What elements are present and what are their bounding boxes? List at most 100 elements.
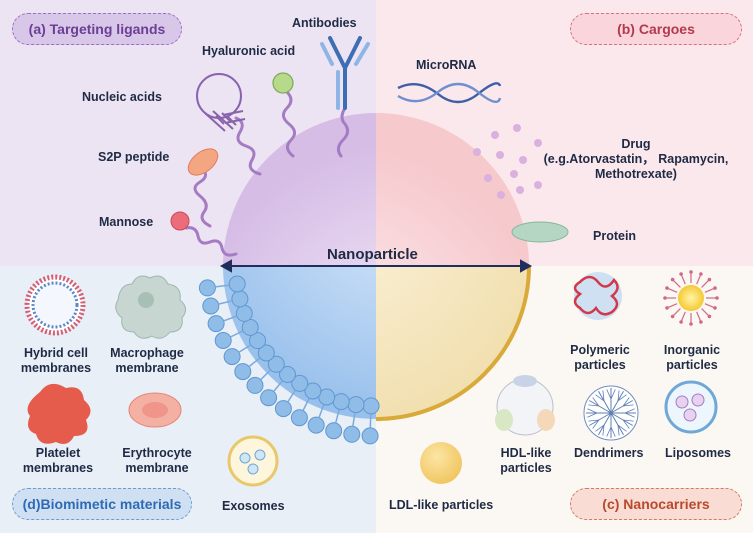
inorganic-ray-tip <box>670 314 675 319</box>
lipid-head <box>235 304 253 322</box>
drug-label-line3: Methotrexate) <box>595 167 677 181</box>
dendrimer-sub-branch <box>588 419 599 422</box>
dendrimer-branch <box>589 400 612 414</box>
polymeric-label-line1: Polymeric <box>570 343 630 357</box>
platelet-label-line2: membranes <box>22 461 94 475</box>
platelet-label: Platelet membranes <box>18 446 98 476</box>
polymeric-label-line2: particles <box>574 358 626 372</box>
mannose-label: Mannose <box>99 215 154 229</box>
dendrimer-branch <box>610 400 633 414</box>
dendrimer-sub-branch <box>588 404 599 407</box>
protein-graphic <box>511 221 569 243</box>
hybrid-label-line2: membranes <box>20 361 92 375</box>
inorganic-ray <box>680 274 686 285</box>
inorganic-ray-tip <box>670 277 675 282</box>
dendrimer-sub-branch <box>622 419 630 429</box>
erythrocyte-label-line2: membrane <box>125 461 189 475</box>
protein-label: Protein <box>593 229 637 243</box>
macrophage-label-line2: membrane <box>115 361 179 375</box>
section-c-title: (c) Nanocarriers <box>570 488 742 520</box>
hybrid-cell-label: Hybrid cell membranes <box>16 346 96 376</box>
dendrimer-sub-branch <box>617 394 627 402</box>
dendrimer-sub-branch <box>623 404 634 407</box>
lipid-head <box>246 376 264 394</box>
lipid-head <box>223 348 241 366</box>
lipid-tail <box>215 284 230 288</box>
drug-label: Drug (e.g.Atorvastatin， Rapamycin, Metho… <box>533 137 739 182</box>
dendrimer-branch <box>598 412 612 435</box>
lipid-head <box>249 332 266 350</box>
drug-dots-graphic <box>473 124 542 199</box>
dendrimer-sub-branch <box>617 425 620 436</box>
dendrimer-branch <box>598 391 612 414</box>
inorganic-label-line2: particles <box>666 358 718 372</box>
lipid-head <box>267 355 285 373</box>
dendrimer-branch <box>610 412 633 426</box>
lipid-head <box>347 396 365 414</box>
dendrimers-label: Dendrimers <box>574 446 644 460</box>
dendrimer-branch <box>589 412 612 426</box>
inorganic-ray <box>696 311 702 322</box>
lipid-head <box>228 275 246 293</box>
antibodies-label: Antibodies <box>292 16 357 30</box>
exosomes-label: Exosomes <box>222 499 285 513</box>
lipid-head <box>207 315 225 333</box>
inorganic-ray-tip <box>679 272 683 276</box>
dendrimer-branch <box>610 391 624 414</box>
inorganic-ray-tip <box>707 314 712 319</box>
section-d-title: (d)Biomimetic materials <box>12 488 192 520</box>
inorganic-ray-tip <box>715 296 719 300</box>
hyaluronic-acid-label: Hyaluronic acid <box>202 44 296 58</box>
lipid-tail <box>273 380 284 392</box>
inorganic-ray-tip <box>689 322 693 326</box>
lipid-head <box>362 397 380 415</box>
drug-label-line1: Drug <box>621 137 651 151</box>
nucleic-acid-graphic <box>196 73 246 132</box>
lipid-tail <box>369 413 372 428</box>
lipid-head <box>257 344 275 362</box>
nanoparticle-quadrant-b <box>376 113 529 266</box>
diameter-arrow <box>219 259 533 273</box>
ldl-particle-graphic <box>420 442 462 484</box>
platelet-label-line1: Platelet <box>35 446 81 460</box>
lipid-head <box>274 400 292 418</box>
inorganic-ray-tip <box>707 277 712 282</box>
lipid-tail <box>318 404 325 418</box>
hdl-label: HDL-like particles <box>486 446 566 476</box>
inorganic-ray-tip <box>665 286 669 290</box>
platelet-graphic <box>27 383 91 444</box>
dendrimer-graphic <box>583 385 639 441</box>
inorganic-particle-graphic <box>663 270 719 326</box>
hyaluronic-acid-graphic <box>272 72 294 94</box>
inorganic-ray <box>701 279 710 288</box>
hybrid-label-line1: Hybrid cell <box>24 346 88 360</box>
hdl-particle-graphic <box>495 375 555 436</box>
microrna-label: MicroRNA <box>416 58 477 72</box>
hybrid-cell-membrane-graphic <box>24 274 86 336</box>
nanoparticle-quadrant-c <box>376 266 529 419</box>
inorganic-ray-tip <box>713 286 717 290</box>
lipid-head <box>291 374 309 392</box>
dendrimer-sub-branch <box>617 390 620 401</box>
s2p-peptide-label: S2P peptide <box>98 150 170 164</box>
lipid-tail <box>287 389 297 403</box>
inorganic-ray <box>701 308 710 317</box>
dendrimer-sub-branch <box>592 419 600 429</box>
lipid-tail <box>218 300 233 305</box>
dendrimer-sub-branch <box>624 408 635 414</box>
dendrimer-sub-branch <box>595 394 605 402</box>
dendrimer-sub-branch <box>606 389 612 400</box>
macrophage-graphic <box>115 275 186 339</box>
lipid-head <box>290 409 308 427</box>
macrophage-label: Macrophage membrane <box>104 346 190 376</box>
macrophage-label-line1: Macrophage <box>110 346 184 360</box>
polymeric-particle-graphic <box>573 272 622 320</box>
lipid-tail <box>302 397 310 411</box>
hdl-label-line1: HDL-like <box>500 446 552 460</box>
lipid-tail <box>352 412 356 427</box>
lipid-head <box>279 366 296 383</box>
liposomes-label: Liposomes <box>665 446 731 460</box>
lipid-head <box>343 425 361 443</box>
dendrimer-sub-branch <box>602 425 605 436</box>
